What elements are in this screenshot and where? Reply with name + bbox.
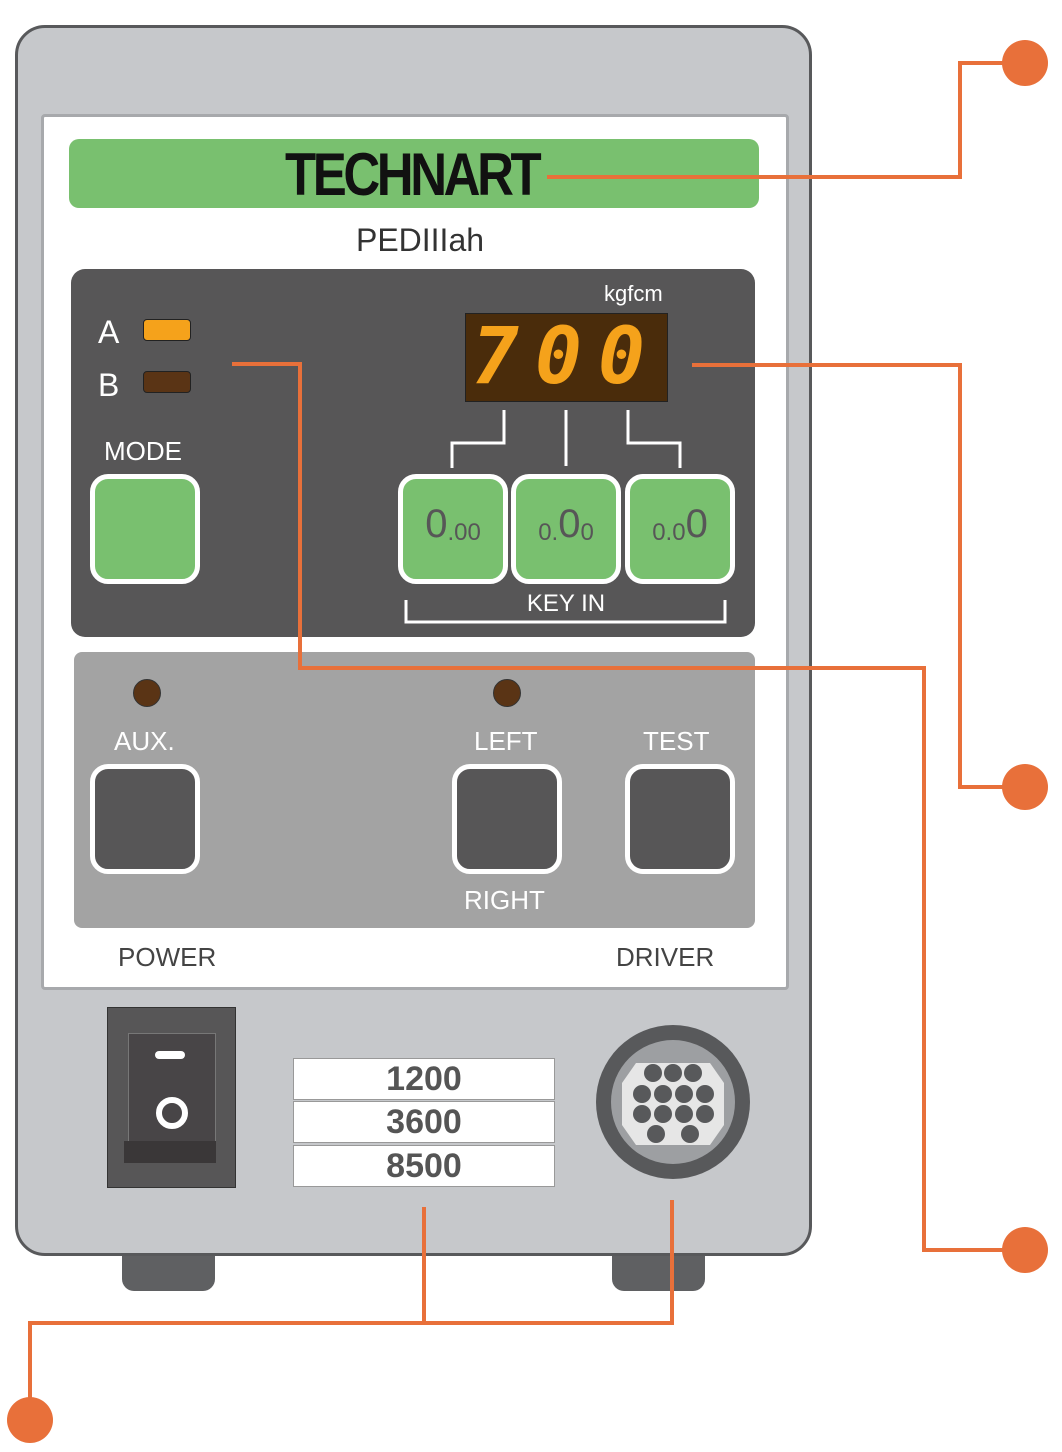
aux-button[interactable] [90,764,200,874]
aux-label: AUX. [114,726,175,756]
key-bracket-lines [404,410,727,624]
callout-marker-display [1002,764,1048,810]
key-digit: 0 [685,502,708,546]
model-name: PEDIIIah [355,222,485,258]
brand-logo: TECHNART [285,141,542,208]
speed-label-3: 8500 [293,1145,555,1187]
key-digit-rest: .00 [447,519,481,546]
off-mark-icon [156,1097,188,1129]
led-b-label: B [98,367,120,403]
speed-label-1: 1200 [293,1058,555,1100]
right-label: RIGHT [464,885,545,915]
on-mark-icon [155,1051,185,1059]
power-label: POWER [118,942,217,972]
key-in-label: KEY IN [526,590,606,617]
led-a-label: A [98,314,120,350]
test-label: TEST [643,726,710,756]
torque-display: 700 [465,313,668,402]
left-label: LEFT [474,726,538,756]
foot-left [122,1253,215,1291]
speed-label-2: 3600 [293,1101,555,1143]
callout-lines [28,61,1025,1420]
mode-label: MODE [104,436,182,466]
key-digit: 0 [425,502,448,546]
mode-button[interactable] [90,474,200,584]
callout-marker-brand [1002,40,1048,86]
key-digit-post: 0 [580,519,594,546]
unit-label: kgfcm [604,281,663,306]
callout-marker-mode [1002,1227,1048,1273]
key-digit: 0 [558,502,581,546]
brand-bar [69,139,759,208]
key-digit-pre: 0. [538,519,559,546]
callout-marker-connectors [7,1397,53,1443]
led-a [143,319,191,341]
led-b [143,371,191,393]
driver-label: DRIVER [616,942,715,972]
test-button[interactable] [625,764,735,874]
switch-base [124,1141,216,1163]
key-hundreds[interactable]: 0.00 [398,474,508,584]
driver-connector-icon [596,1025,750,1179]
left-right-button[interactable] [452,764,562,874]
power-switch[interactable] [107,1007,236,1188]
left-led [493,679,521,707]
foot-right [612,1253,705,1291]
key-digit-pre: 0.0 [652,519,686,546]
aux-led [133,679,161,707]
